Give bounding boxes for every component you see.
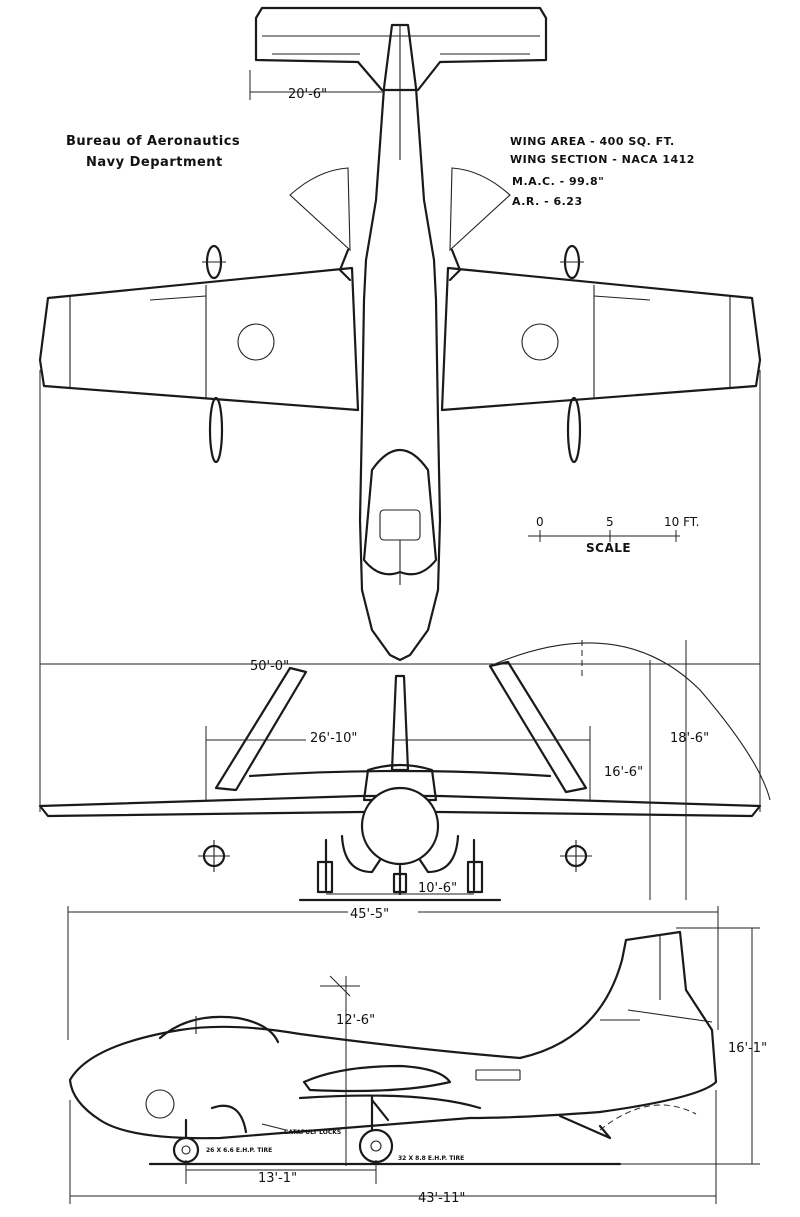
- front-left-store: [198, 840, 230, 872]
- front-fuselage-nose: [360, 786, 440, 866]
- left-fold-outline: [289, 167, 351, 252]
- spec-wing-section: WING SECTION - NACA 1412: [510, 153, 695, 166]
- scale-label: SCALE: [586, 541, 631, 555]
- dim-fold-width: 45'-5": [350, 907, 389, 922]
- spec-mac: M.A.C. - 99.8": [512, 175, 604, 188]
- right-fold-outline: [449, 167, 511, 252]
- org-line1: Bureau of Aeronautics: [66, 134, 240, 149]
- dim-tread: 10'-6": [418, 881, 457, 896]
- callout-main-tire: 32 X 8.8 E.H.P. TIRE: [398, 1155, 464, 1162]
- front-view: 50'-0": [38, 640, 771, 902]
- nose-wheel: [172, 1136, 200, 1164]
- side-view: 45'-5": [67, 905, 767, 1206]
- left-wing-insignia: [237, 323, 275, 361]
- side-canopy: [158, 1015, 280, 1044]
- dim-folded-height-inner: 16'-6": [604, 765, 643, 780]
- front-fin: [390, 674, 410, 772]
- dim-folded-height-outer: 18'-6": [670, 731, 709, 746]
- callout-nose-tire: 26 X 6.6 E.H.P. TIRE: [206, 1147, 272, 1154]
- right-wing-insignia: [521, 323, 559, 361]
- org-line2: Navy Department: [86, 155, 223, 170]
- left-wing-plan: [38, 266, 360, 412]
- callout-catapult: CATAPULT LOCKS: [284, 1129, 341, 1136]
- cockpit-plan: [362, 448, 438, 576]
- front-right-store: [560, 840, 592, 872]
- side-fuselage: [68, 930, 718, 1140]
- scale-bar: 0 5 10 FT. SCALE: [528, 515, 700, 555]
- spec-wing-area: WING AREA - 400 SQ. FT.: [510, 135, 675, 148]
- dim-ground-ref: 12'-6": [336, 1013, 375, 1028]
- right-folded-wing: [488, 660, 588, 794]
- dim-wing-span: 50'-0": [250, 659, 289, 674]
- side-insignia: [145, 1089, 175, 1119]
- scale-tick-10: 10 FT.: [664, 515, 700, 529]
- right-wing-store: [560, 244, 584, 464]
- left-folded-wing: [214, 666, 308, 792]
- left-wing-store: [202, 244, 226, 464]
- dim-length: 43'-11": [418, 1191, 465, 1206]
- fuselage-plan: [358, 23, 442, 662]
- side-wing: [302, 1064, 452, 1093]
- right-wing-plan: [440, 266, 762, 412]
- plan-view: 20'-6": [38, 6, 762, 812]
- scale-tick-0: 0: [536, 515, 544, 529]
- main-wheel: [358, 1128, 394, 1164]
- front-fuselage: [362, 763, 438, 802]
- dim-folded-span: 26'-10": [310, 731, 357, 746]
- scale-tick-5: 5: [606, 515, 614, 529]
- spec-aspect-ratio: A.R. - 6.23: [512, 195, 583, 208]
- dim-height: 16'-1": [728, 1041, 767, 1056]
- dim-wheelbase: 13'-1": [258, 1171, 297, 1186]
- dim-tail-span: 20'-6": [288, 87, 327, 102]
- horizontal-tail: [254, 6, 548, 92]
